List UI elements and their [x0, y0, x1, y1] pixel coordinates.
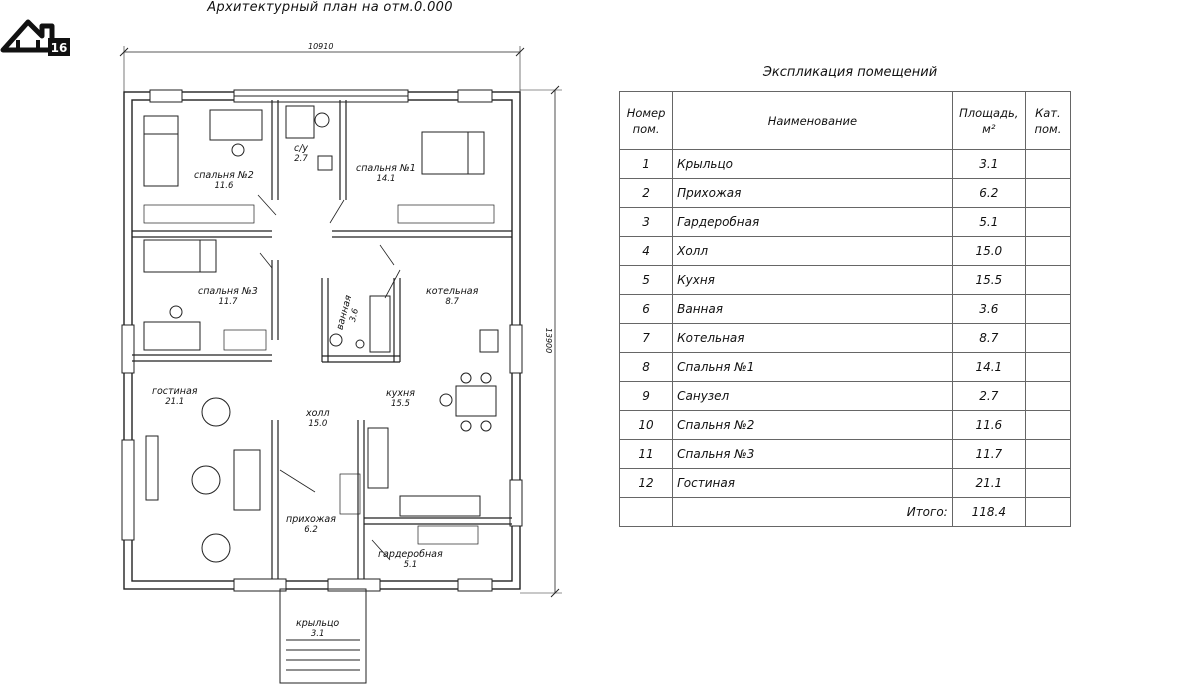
table-total-row: Итого: 118.4 — [618, 497, 1072, 527]
row-area: 8.7 — [951, 323, 1026, 353]
header-number: Номер пом. — [618, 91, 674, 150]
row-number: 8 — [618, 352, 674, 382]
row-category — [1024, 323, 1072, 353]
row-area: 11.6 — [951, 410, 1026, 440]
row-name: Холл — [672, 236, 953, 266]
row-number: 5 — [618, 265, 674, 295]
table-header-row: Номер пом. Наименование Площадь, м² Кат.… — [618, 91, 1072, 150]
row-category — [1024, 265, 1072, 295]
row-category — [1024, 439, 1072, 469]
row-name: Котельная — [672, 323, 953, 353]
row-number: 3 — [618, 207, 674, 237]
total-value: 118.4 — [951, 497, 1026, 527]
row-number: 6 — [618, 294, 674, 324]
dimension-width: 10910 — [308, 42, 334, 51]
row-category — [1024, 149, 1072, 179]
explication-title: Экспликация помещений — [762, 65, 938, 80]
header-area: Площадь, м² — [951, 91, 1026, 150]
row-category — [1024, 207, 1072, 237]
header-category: Кат. пом. — [1024, 91, 1072, 150]
row-number: 10 — [618, 410, 674, 440]
row-name: Гардеробная — [672, 207, 953, 237]
row-area: 5.1 — [951, 207, 1026, 237]
row-name: Гостиная — [672, 468, 953, 498]
row-number: 1 — [618, 149, 674, 179]
row-area: 2.7 — [951, 381, 1026, 411]
row-number: 11 — [618, 439, 674, 469]
row-area: 15.5 — [951, 265, 1026, 295]
dimension-height: 13900 — [544, 327, 554, 354]
row-category — [1024, 352, 1072, 382]
row-area: 3.6 — [951, 294, 1026, 324]
floor-plan-drawing — [119, 46, 562, 684]
row-number: 4 — [618, 236, 674, 266]
total-empty-cell — [618, 497, 673, 527]
row-name: Кухня — [672, 265, 953, 295]
row-number: 7 — [618, 323, 674, 353]
row-area: 14.1 — [951, 352, 1026, 382]
total-label: Итого: — [672, 497, 953, 527]
row-category — [1024, 236, 1072, 266]
plan-title: Архитектурный план на отм.0.000 — [207, 0, 453, 15]
row-area: 11.7 — [951, 439, 1026, 469]
row-name: Крыльцо — [672, 149, 953, 179]
row-name: Спальня №3 — [672, 439, 953, 469]
row-category — [1024, 178, 1072, 208]
row-name: Спальня №1 — [672, 352, 953, 382]
row-name: Спальня №2 — [672, 410, 953, 440]
row-number: 9 — [618, 381, 674, 411]
row-area: 21.1 — [951, 468, 1026, 498]
row-category — [1024, 381, 1072, 411]
explication-table: Номер пом. Наименование Площадь, м² Кат.… — [618, 91, 1072, 527]
row-name: Санузел — [672, 381, 953, 411]
row-area: 15.0 — [951, 236, 1026, 266]
row-category — [1024, 410, 1072, 440]
house-logo-icon: 16 — [0, 19, 70, 56]
row-category — [1024, 294, 1072, 324]
total-category-cell — [1024, 497, 1072, 527]
row-name: Ванная — [672, 294, 953, 324]
row-number: 12 — [618, 468, 674, 498]
row-name: Прихожая — [672, 178, 953, 208]
logo-number: 16 — [51, 41, 68, 55]
header-name: Наименование — [672, 91, 953, 150]
row-area: 6.2 — [951, 178, 1026, 208]
row-category — [1024, 468, 1072, 498]
row-area: 3.1 — [951, 149, 1026, 179]
row-number: 2 — [618, 178, 674, 208]
